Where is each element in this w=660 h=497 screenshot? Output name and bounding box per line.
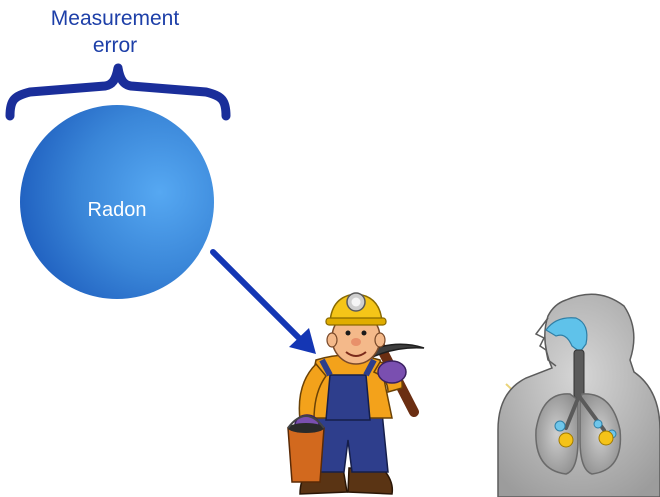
radon-circle: Radon <box>20 105 214 299</box>
measurement-error-label-line1: Measurement <box>50 7 180 30</box>
measurement-error-label: Measurement error <box>22 5 208 59</box>
miner-illustration <box>287 292 425 495</box>
radon-label: Radon <box>88 199 147 221</box>
curly-brace-icon <box>5 63 231 121</box>
arrow-icon <box>210 249 316 354</box>
respiratory-system-illustration <box>497 293 660 497</box>
measurement-error-label-line2: error <box>92 34 138 57</box>
